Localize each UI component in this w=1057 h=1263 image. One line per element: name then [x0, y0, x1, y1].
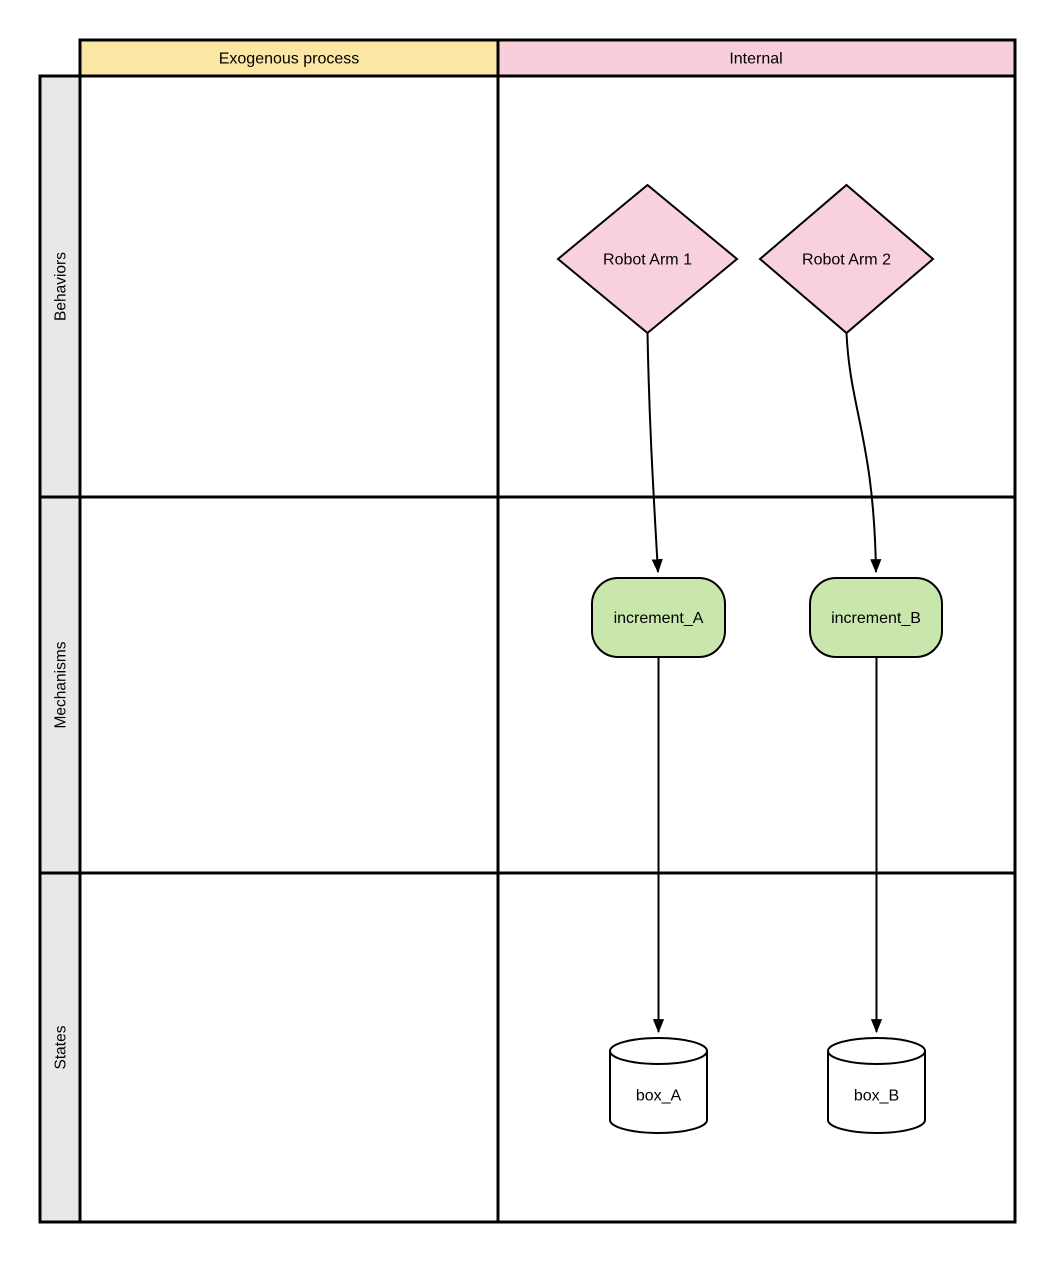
cell-mechanisms-internal: [496, 495, 1017, 875]
lane-label-behaviors[interactable]: Behaviors: [38, 74, 82, 499]
lane-label-states-bg: [38, 871, 82, 1224]
lane-label-states-text: States: [52, 1025, 69, 1069]
column-header-internal[interactable]: Internal: [496, 38, 1017, 78]
connectors: [646, 332, 883, 1034]
cell-states-internal: [496, 871, 1017, 1224]
node-increment-b[interactable]: increment_B: [809, 577, 943, 658]
node-robot-arm-2[interactable]: Robot Arm 2: [758, 183, 935, 335]
column-header-internal-bg: [496, 38, 1017, 78]
node-box-a-label: box_A: [636, 1088, 682, 1105]
lane-label-mechanisms[interactable]: Mechanisms: [38, 495, 82, 875]
node-box-b-body: [827, 1051, 926, 1134]
node-robot-arm-2-shape: [758, 183, 935, 335]
node-box-b[interactable]: box_B: [827, 1037, 926, 1134]
column-header-exogenous-bg: [78, 38, 500, 78]
node-increment-b-label: increment_B: [831, 610, 921, 627]
node-robot-arm-1-label: Robot Arm 1: [603, 252, 692, 269]
cell-behaviors-internal: [496, 74, 1017, 499]
swimlane-grid: [78, 74, 1017, 1224]
cell-states-exogenous: [78, 871, 500, 1224]
cell-behaviors-exogenous: [78, 74, 500, 499]
column-header-internal-label: Internal: [729, 51, 782, 68]
lane-label-states[interactable]: States: [38, 871, 82, 1224]
lane-label-behaviors-text: Behaviors: [52, 252, 69, 321]
node-box-a-body: [609, 1051, 708, 1134]
connector-robot-arm-1-to-increment-a[interactable]: [646, 332, 663, 574]
node-increment-b-shape: [809, 577, 943, 658]
node-increment-a[interactable]: increment_A: [591, 577, 726, 658]
node-box-a[interactable]: box_A: [609, 1037, 708, 1134]
column-header-exogenous-label: Exogenous process: [219, 51, 360, 68]
node-robot-arm-1-shape: [556, 183, 739, 335]
node-robot-arm-1[interactable]: Robot Arm 1: [556, 183, 739, 335]
lane-label-mechanisms-bg: [38, 495, 82, 875]
column-header-exogenous[interactable]: Exogenous process: [78, 38, 500, 78]
node-increment-a-shape: [591, 577, 726, 658]
node-robot-arm-2-label: Robot Arm 2: [802, 252, 891, 269]
cell-mechanisms-exogenous: [78, 495, 500, 875]
connector-robot-arm-2-to-increment-b[interactable]: [845, 332, 882, 574]
node-box-b-top: [827, 1037, 926, 1065]
lane-label-mechanisms-text: Mechanisms: [52, 641, 69, 728]
node-increment-a-label: increment_A: [614, 610, 704, 627]
node-box-a-top: [609, 1037, 708, 1065]
node-box-b-label: box_B: [854, 1088, 899, 1105]
